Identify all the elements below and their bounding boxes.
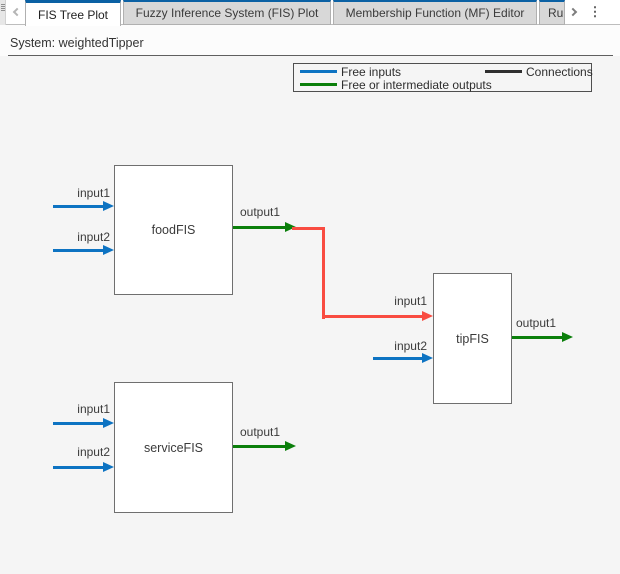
- chevron-left-icon: [12, 7, 22, 17]
- selected-connection-arrow[interactable]: [322, 311, 433, 322]
- legend-label-free-outputs: Free or intermediate outputs: [341, 78, 492, 92]
- servicefis-input1-arrow[interactable]: [53, 418, 114, 429]
- panel-menu-icon[interactable]: [1, 4, 5, 12]
- foodfis-input1-label: input1: [77, 186, 110, 200]
- tab-label: Membership Function (MF) Editor: [345, 6, 525, 20]
- arrowhead-icon: [422, 311, 433, 321]
- arrowhead-icon: [285, 441, 296, 451]
- arrowhead-icon: [422, 353, 433, 363]
- arrowhead-icon: [285, 222, 296, 232]
- arrowhead-icon: [103, 418, 114, 428]
- servicefis-output1-label: output1: [240, 425, 281, 439]
- foodfis-input2-label: input2: [77, 230, 110, 244]
- foodfis-input1-arrow[interactable]: [53, 201, 114, 212]
- tab-fis-tree-plot[interactable]: FIS Tree Plot: [25, 0, 121, 26]
- arrowhead-icon: [103, 462, 114, 472]
- selected-connection-segment-v[interactable]: [322, 226, 325, 319]
- tipfis-input1-label: input1: [394, 294, 427, 308]
- system-label: System: weightedTipper: [10, 36, 144, 50]
- foodfis-input2-arrow[interactable]: [53, 245, 114, 256]
- foodfis-node[interactable]: foodFIS: [114, 165, 233, 295]
- tipfis-input2-arrow[interactable]: [373, 353, 433, 364]
- legend-label-free-inputs: Free inputs: [341, 65, 402, 79]
- document-tabbar: FIS Tree Plot Fuzzy Inference System (FI…: [6, 0, 620, 26]
- tab-label: Fuzzy Inference System (FIS) Plot: [135, 6, 319, 20]
- legend-label-connections: Connections: [526, 65, 593, 79]
- arrowhead-icon: [103, 245, 114, 255]
- chevron-right-icon: [568, 7, 577, 17]
- document-header: FIS Tree Plot Fuzzy Inference System (FI…: [0, 0, 620, 56]
- free-outputs-line-swatch: [300, 83, 337, 86]
- servicefis-input2-arrow[interactable]: [53, 462, 114, 473]
- tipfis-node[interactable]: tipFIS: [433, 273, 512, 404]
- foodfis-output1-label: output1: [240, 205, 281, 219]
- foodfis-output1-arrow[interactable]: [233, 222, 296, 233]
- connections-line-swatch: [485, 70, 522, 73]
- tab-fis-plot[interactable]: Fuzzy Inference System (FIS) Plot: [123, 0, 331, 25]
- arrowhead-icon: [562, 332, 573, 342]
- tipfis-output1-arrow[interactable]: [512, 332, 573, 343]
- selected-connection-segment-h1[interactable]: [292, 226, 325, 230]
- fis-tree-canvas[interactable]: Free inputs Connections Free or intermed…: [0, 56, 620, 574]
- tab-label: Rule: [548, 6, 564, 20]
- arrowhead-icon: [103, 201, 114, 211]
- scroll-tabs-right-button[interactable]: [565, 0, 583, 24]
- foodfis-node-label: foodFIS: [151, 223, 196, 237]
- servicefis-input1-label: input1: [77, 402, 110, 416]
- tab-overflow-menu-button[interactable]: ⋮: [583, 0, 607, 24]
- vertical-ellipsis-icon: ⋮: [588, 4, 602, 19]
- system-bar-divider: [8, 55, 613, 56]
- tipfis-output1-label: output1: [516, 316, 557, 330]
- servicefis-node-label: serviceFIS: [143, 440, 204, 455]
- tab-mf-editor[interactable]: Membership Function (MF) Editor: [333, 0, 537, 25]
- servicefis-input2-label: input2: [77, 445, 110, 459]
- servicefis-node[interactable]: serviceFIS: [114, 382, 233, 513]
- system-bar: System: weightedTipper: [0, 25, 620, 56]
- servicefis-output1-arrow[interactable]: [233, 441, 296, 452]
- free-inputs-line-swatch: [300, 70, 337, 73]
- tipfis-node-label: tipFIS: [456, 331, 489, 346]
- tipfis-input2-label: input2: [394, 339, 427, 353]
- tab-rule-clipped[interactable]: Rule: [539, 0, 565, 25]
- scroll-tabs-left-button[interactable]: [6, 0, 25, 24]
- legend: Free inputs Connections Free or intermed…: [293, 63, 593, 92]
- tab-label: FIS Tree Plot: [37, 7, 109, 22]
